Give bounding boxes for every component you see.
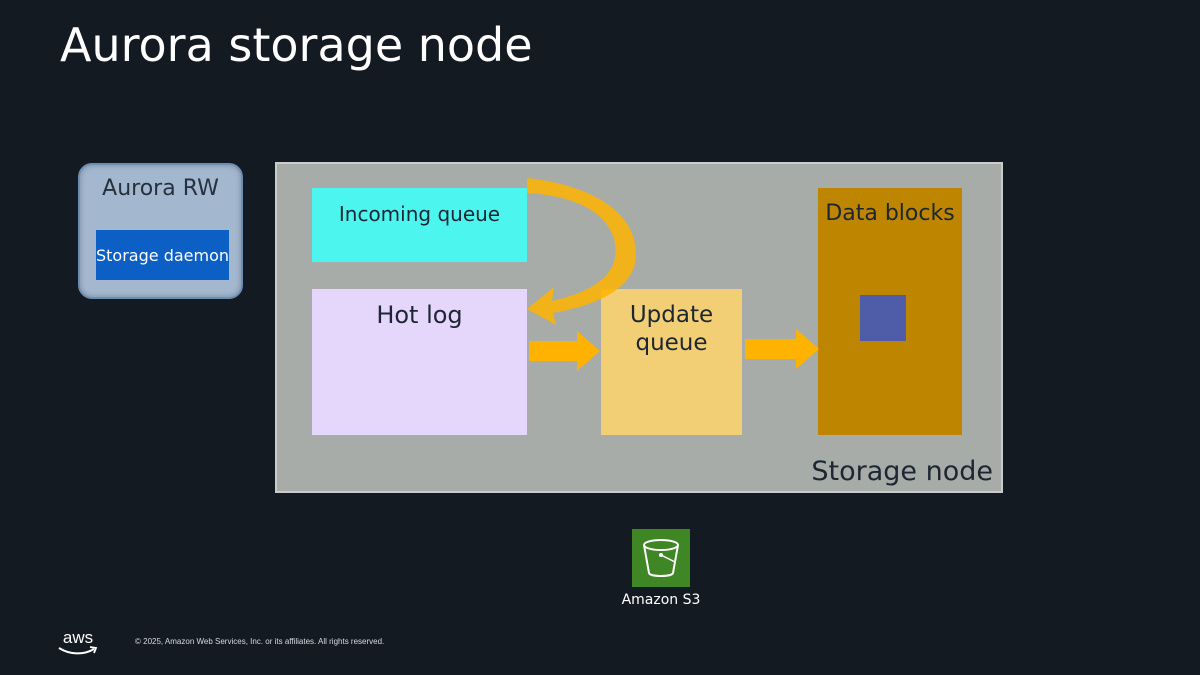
s3-label: Amazon S3 — [621, 592, 701, 608]
page-title: Aurora storage node — [60, 18, 533, 72]
storage-daemon-label: Storage daemon — [96, 245, 230, 265]
storage-node-label: Storage node — [811, 456, 993, 487]
incoming-queue-box: Incoming queue — [312, 188, 527, 262]
hot-log-box: Hot log — [312, 289, 527, 435]
data-blocks-label: Data blocks — [825, 201, 955, 226]
aurora-rw-label: Aurora RW — [102, 176, 219, 201]
aws-smile-icon — [58, 646, 98, 655]
incoming-queue-label: Incoming queue — [338, 202, 501, 226]
aurora-rw-box: Aurora RW Storage daemon — [78, 163, 243, 299]
copyright-text: © 2025, Amazon Web Services, Inc. or its… — [135, 637, 385, 646]
data-blocks-box: Data blocks — [818, 188, 962, 435]
s3-service-tile — [632, 529, 690, 587]
aws-logo-text: aws — [62, 628, 94, 647]
storage-daemon-box: Storage daemon — [96, 230, 229, 280]
update-queue-box: Update queue — [601, 289, 742, 435]
data-block — [860, 295, 906, 341]
update-queue-label: Update queue — [629, 302, 714, 356]
hot-log-label: Hot log — [376, 301, 463, 329]
s3-bucket-icon — [643, 539, 679, 577]
aws-logo: aws — [56, 628, 100, 658]
